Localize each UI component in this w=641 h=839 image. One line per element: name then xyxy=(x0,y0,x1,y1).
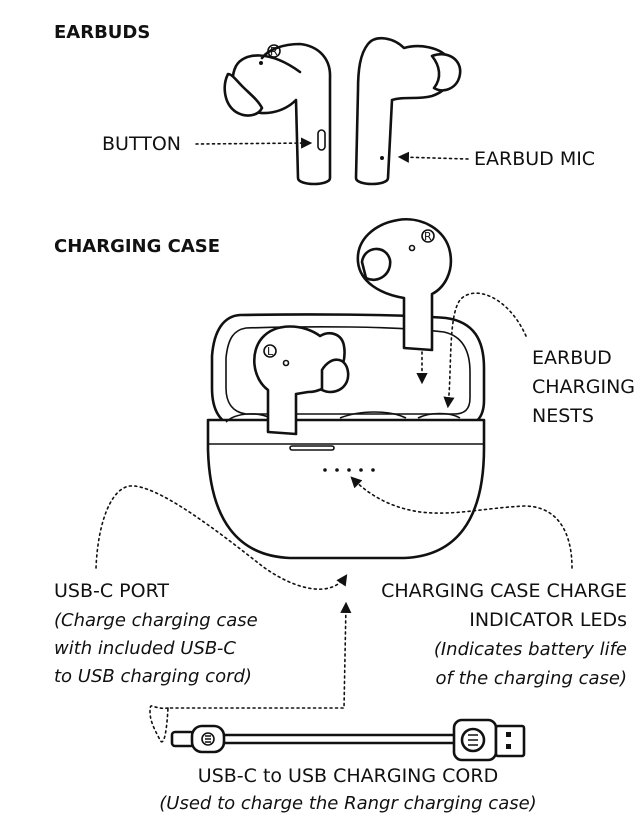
usb-charging-cord-illustration xyxy=(170,718,526,762)
usbc-port-title: USB-C PORT xyxy=(54,580,169,602)
charging-case-heading: CHARGING CASE xyxy=(54,236,220,257)
earbuds-heading: EARBUDS xyxy=(54,22,150,43)
earbud-mic-icon xyxy=(380,156,384,160)
usbc-port-note-1: (Charge charging case xyxy=(54,610,258,631)
case-body xyxy=(206,418,486,560)
right-earbud-illustration xyxy=(354,36,462,186)
leds-title-2: INDICATOR LEDs xyxy=(469,609,627,631)
cord-title: USB-C to USB CHARGING CORD xyxy=(198,765,498,787)
nests-label-line-2: CHARGING xyxy=(532,376,635,398)
nests-label-line-3: NESTS xyxy=(532,405,594,427)
usbc-port-note-3: to USB charging cord) xyxy=(54,666,252,687)
nests-label-line-1: EARBUD xyxy=(532,347,612,369)
case-led-indicators xyxy=(323,468,375,472)
right-mark-icon xyxy=(267,44,281,58)
right-mark-letter: R xyxy=(270,45,278,58)
earbud-button-icon xyxy=(317,129,326,151)
left-earbud-illustration: R xyxy=(223,42,332,186)
usbc-port-note-2: with included USB-C xyxy=(54,638,236,659)
earbud-mic-label: EARBUD MIC xyxy=(474,148,595,170)
button-label: BUTTON xyxy=(102,133,181,155)
left-mark-letter: L xyxy=(267,345,274,358)
leds-title-1: CHARGING CASE CHARGE xyxy=(381,580,627,602)
right-mark-letter-case: R xyxy=(424,230,432,243)
cord-note: (Used to charge the Rangr charging case) xyxy=(159,793,536,814)
leds-note-2: of the charging case) xyxy=(436,668,627,689)
leds-note-1: (Indicates battery life xyxy=(434,639,627,660)
charging-case-illustration: L R xyxy=(206,218,486,560)
